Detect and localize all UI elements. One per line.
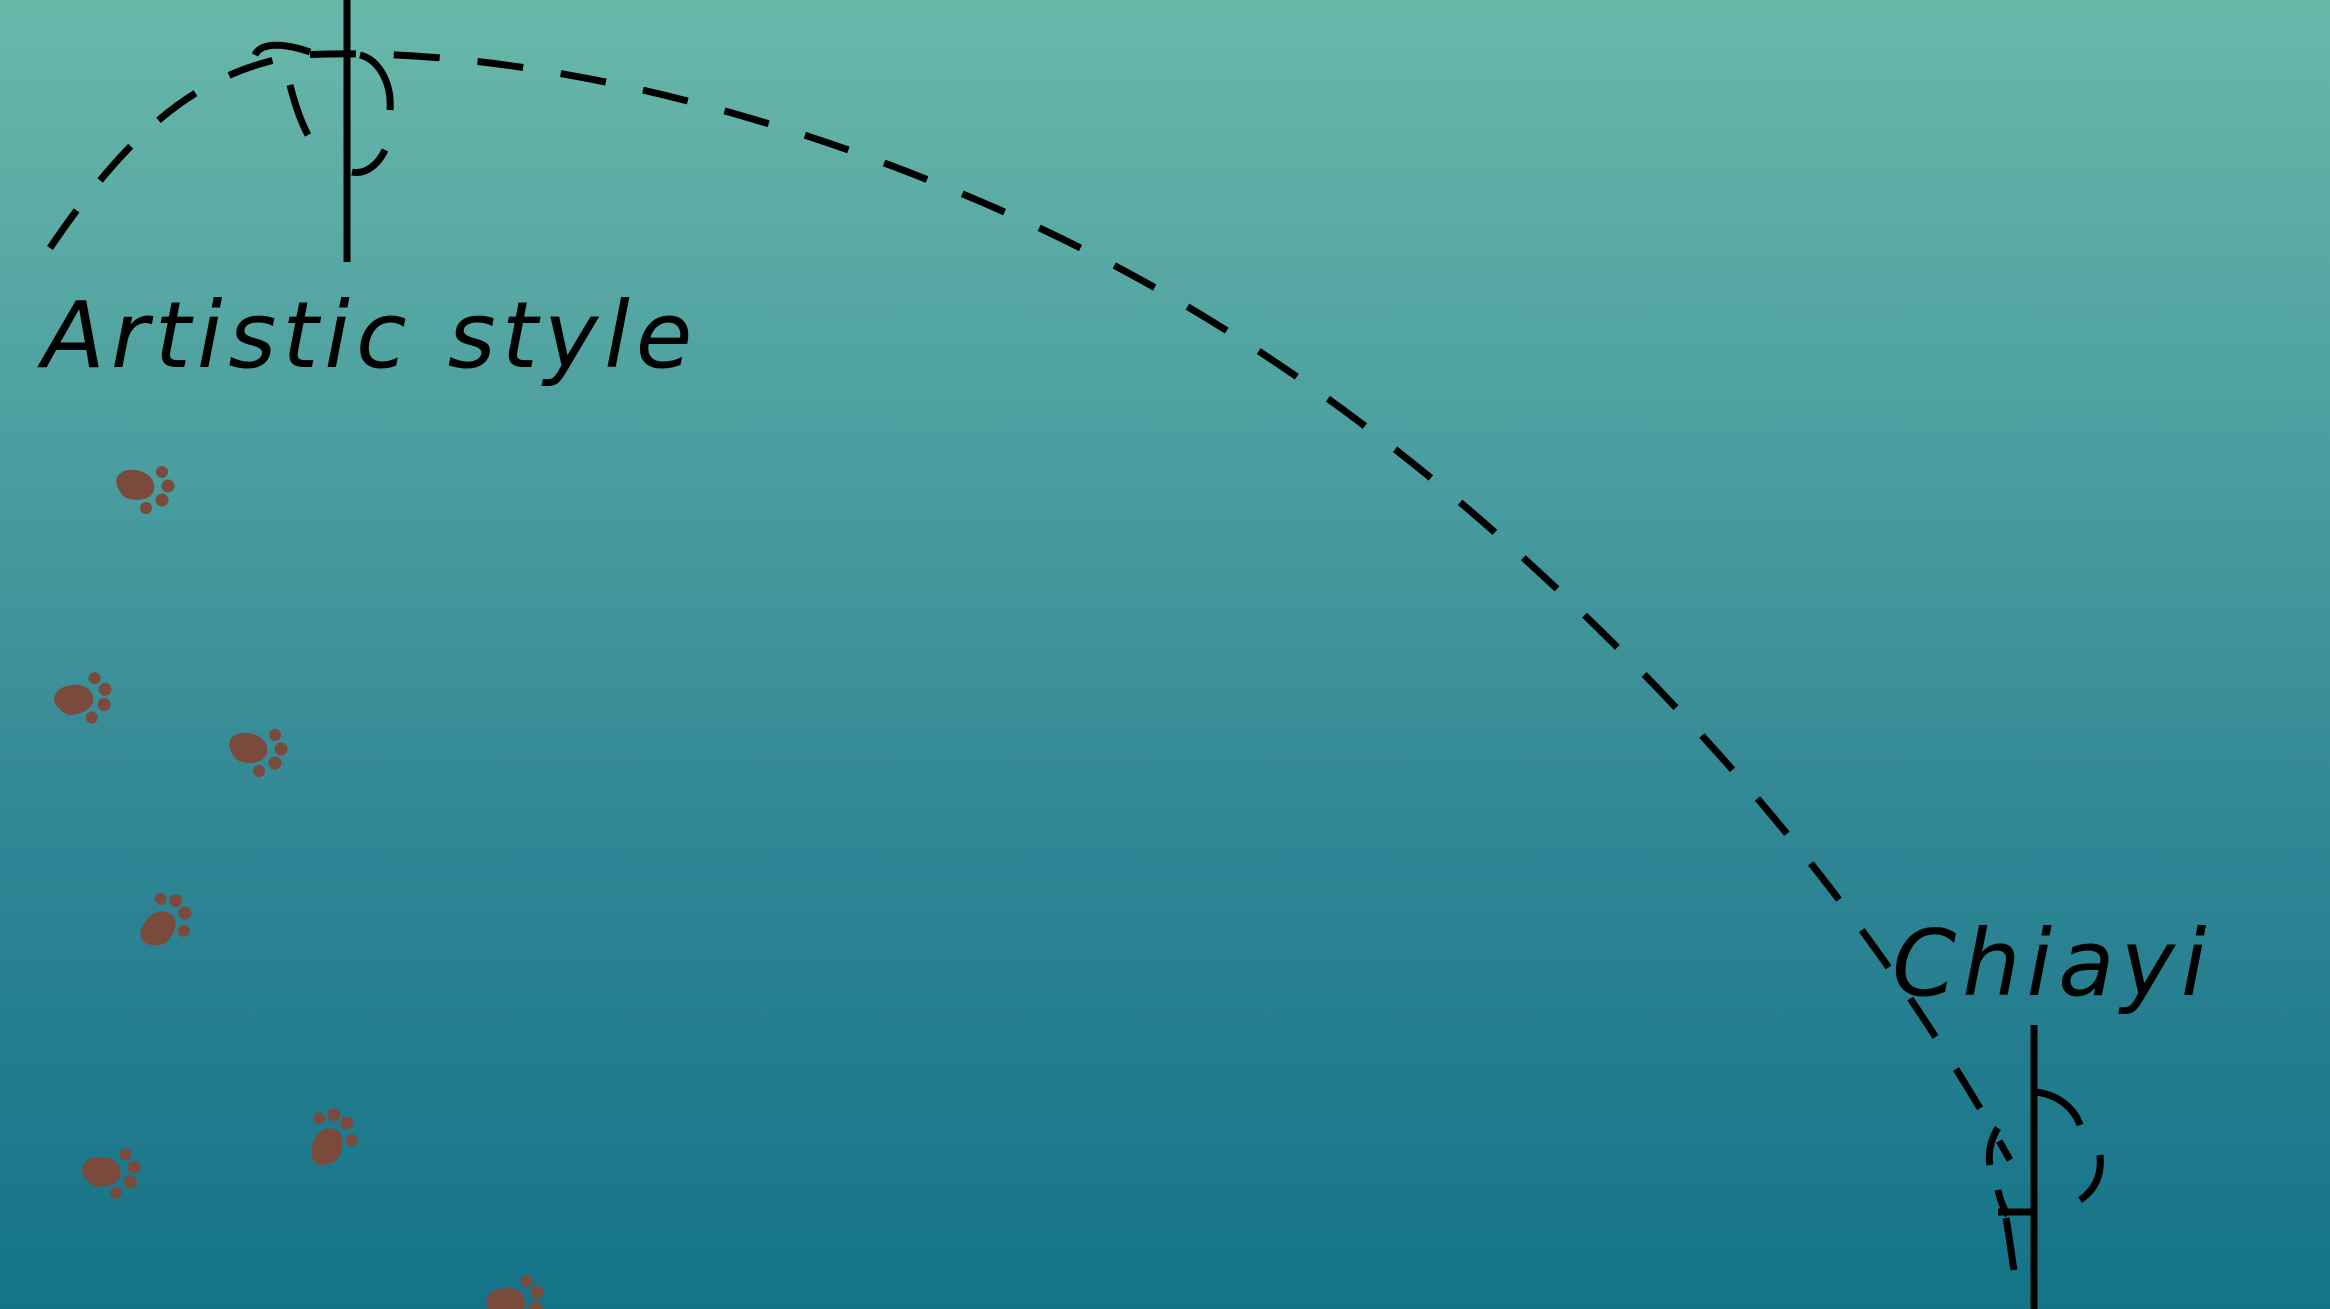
paw-print-icon xyxy=(49,668,121,734)
start-compass-marker-icon xyxy=(251,0,394,262)
start-label: Artistic style xyxy=(42,282,699,389)
paw-prints xyxy=(49,466,553,1309)
paw-print-icon xyxy=(79,1146,146,1204)
paw-print-icon xyxy=(481,1271,553,1309)
paw-print-icon xyxy=(229,729,288,777)
end-compass-marker-icon xyxy=(1985,1025,2104,1309)
paw-print-icon xyxy=(305,1104,363,1171)
paw-print-icon xyxy=(116,466,175,514)
route-path xyxy=(47,50,2014,1162)
paw-print-icon xyxy=(132,885,204,960)
end-label: Chiayi xyxy=(1892,910,2213,1017)
